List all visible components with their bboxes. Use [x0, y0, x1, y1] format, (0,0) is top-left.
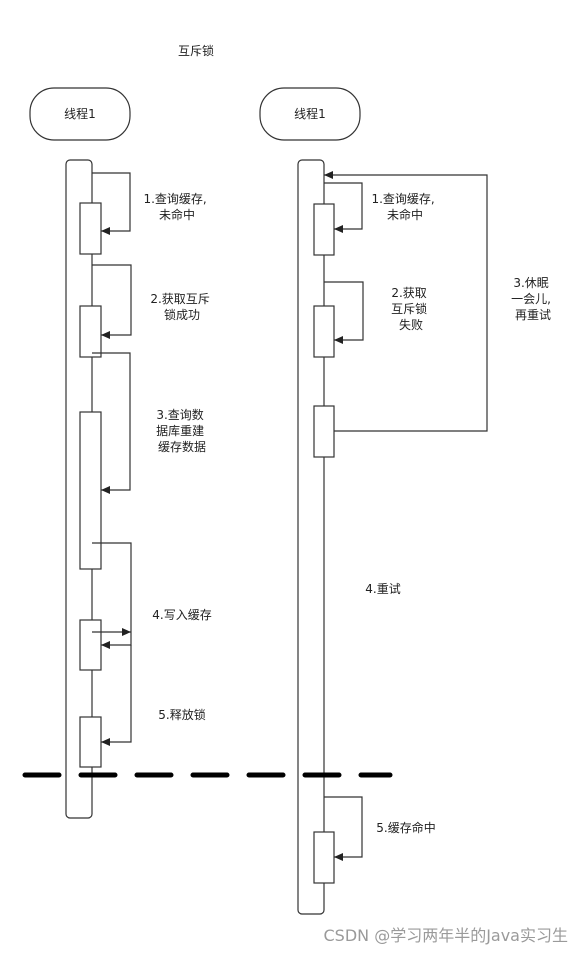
thread1-arrow-5: [101, 645, 132, 746]
thread1-activation-2: [79, 305, 102, 358]
thread1-step-4-label: 4.写入缓存: [152, 608, 211, 622]
thread-header-2: 线程1: [259, 87, 361, 141]
thread1-lifeline: [65, 159, 102, 819]
thread2-step-5-label: 5.缓存命中: [376, 820, 435, 835]
thread-header-2-label: 线程1: [294, 106, 326, 121]
thread1-step-1-label: 1.查询缓存, 未命中: [143, 192, 210, 222]
thread1-arrow-3: [92, 352, 131, 494]
thread1-activation-4: [79, 619, 102, 671]
thread1-activation-5: [79, 716, 102, 768]
thread1-arrow-2: [92, 264, 132, 339]
thread2-step-3-label: 3.休眠 一会儿, 再重试: [511, 276, 555, 322]
thread2-arrow-5: [324, 796, 363, 861]
thread-header-1-label: 线程1: [64, 106, 96, 121]
diagram-title: 互斥锁: [178, 43, 214, 58]
thread1-activation-1: [79, 202, 102, 255]
thread2-arrow-1: [324, 182, 363, 233]
watermark: CSDN @学习两年半的Java实习生: [323, 926, 568, 945]
thread2-activation-1: [313, 203, 335, 256]
thread1-step-3-label: 3.查询数 据库重建 缓存数据: [156, 407, 208, 454]
thread2-step-1-label: 1.查询缓存, 未命中: [371, 192, 438, 222]
thread2-arrow-2: [324, 281, 364, 344]
thread2-arrow-3: [324, 171, 488, 432]
thread2-step-4-label: 4.重试: [365, 581, 400, 596]
thread1-step-5-label: 5.释放锁: [158, 707, 205, 722]
thread2-activation-3: [313, 405, 335, 458]
thread1-arrow-1: [92, 172, 131, 235]
thread2-step-2-label: 2.获取 互斥锁 失败: [391, 286, 431, 332]
thread1-step-2-label: 2.获取互斥 锁成功: [150, 292, 213, 322]
thread1-arrow-4: [92, 542, 132, 649]
thread1-activation-3: [79, 411, 102, 570]
thread2-activation-2: [313, 305, 335, 358]
thread2-activation-5: [313, 831, 335, 884]
thread-header-1: 线程1: [29, 87, 131, 141]
thread2-lifeline: [297, 159, 335, 915]
